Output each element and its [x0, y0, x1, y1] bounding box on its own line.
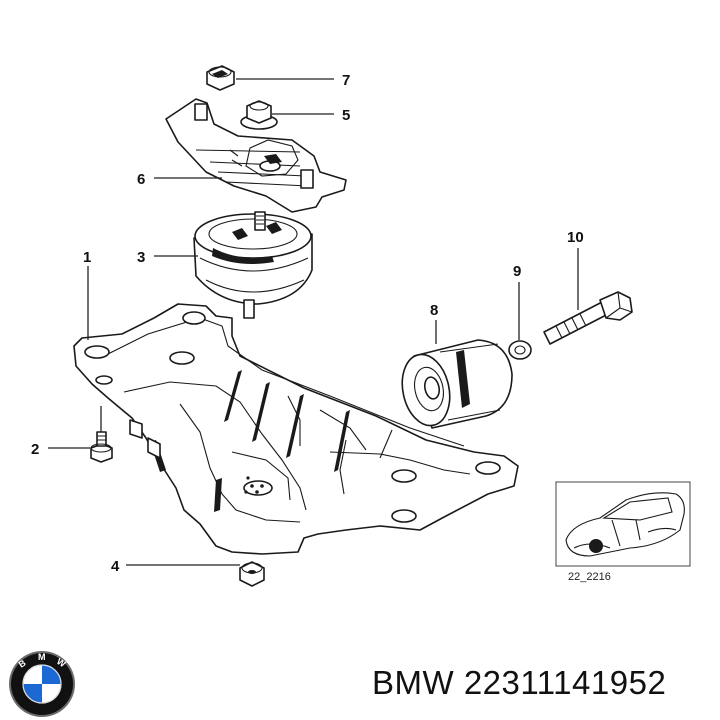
car-locator-thumbnail: 22_2216 [555, 481, 691, 583]
callout-2: 2 [31, 441, 39, 458]
location-dot-icon [589, 539, 603, 553]
callout-1: 1 [83, 249, 91, 266]
svg-text:M: M [38, 652, 46, 662]
thumbnail-caption: 22_2216 [568, 571, 611, 583]
callout-7: 7 [342, 72, 350, 89]
callout-3: 3 [137, 249, 145, 266]
part-8-bushing [401, 339, 513, 429]
bmw-logo-icon: B M W [9, 651, 75, 717]
leader-lines [48, 78, 579, 566]
callout-4: 4 [111, 558, 120, 575]
part-4-nut [239, 561, 265, 587]
svg-text:B: B [17, 658, 28, 670]
part-1-crossmember [73, 303, 519, 555]
callout-6: 6 [137, 171, 145, 188]
callout-5: 5 [342, 107, 350, 124]
callout-10: 10 [567, 229, 584, 246]
part-7-nut [206, 65, 235, 91]
part-9-washer [508, 340, 532, 360]
part-10-long-bolt [543, 291, 633, 345]
callout-labels: 7 5 6 3 1 2 4 8 9 10 [31, 72, 584, 575]
footer-part-number: BMW 22311141952 [372, 664, 667, 701]
part-2-bolt [90, 431, 113, 463]
part-6-bracket [165, 98, 347, 213]
part-3-engine-mount [193, 211, 313, 319]
callout-8: 8 [430, 302, 438, 319]
part-5-flange-nut [240, 100, 278, 130]
callout-9: 9 [513, 263, 521, 280]
